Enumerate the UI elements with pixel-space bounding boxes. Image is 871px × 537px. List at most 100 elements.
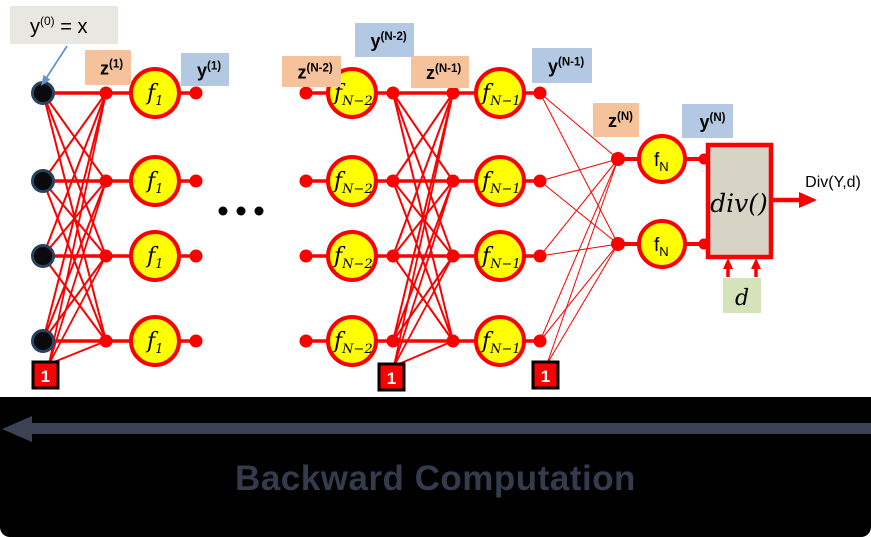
annotation-arrowhead: [41, 74, 51, 86]
tag-label-y1: y(1): [197, 61, 221, 81]
input-dot: [31, 81, 55, 105]
tag-label-zN2: z(N-2): [298, 63, 333, 83]
div-label: div(): [710, 189, 768, 218]
y1-output-dot: [189, 86, 203, 100]
backward-arrowhead: [2, 416, 32, 442]
neuron-fN1: [474, 155, 526, 207]
neuron-fN2: [326, 315, 378, 367]
bias-box-2: [377, 362, 406, 392]
neuron-label-fN: fN: [654, 235, 669, 259]
tag-box-yN: [682, 104, 733, 138]
tag-box-yN1: [532, 48, 592, 83]
neuron-f1: [129, 67, 181, 119]
z1-junction: [99, 249, 113, 263]
edge-bias2-zn1: [393, 92, 454, 367]
input-annotation-label: y(0) = x: [30, 14, 87, 38]
zn1-junction: [446, 174, 460, 188]
ellipsis-dot: [254, 206, 264, 216]
input-dot: [31, 244, 55, 268]
neuron-fN1: [474, 67, 526, 119]
yn1-output-dot: [533, 249, 547, 263]
y1-output-dot: [189, 249, 203, 263]
edge-bias2-zn1: [393, 180, 454, 367]
tag-box-y1: [181, 53, 229, 86]
neuron-f1: [129, 230, 181, 282]
tag-box-zN1: [411, 56, 469, 88]
zn1-junction: [446, 334, 460, 348]
edge-yn1-zn: [539, 243, 619, 342]
bias-label-2: 1: [387, 369, 396, 388]
d-arrowhead: [723, 258, 733, 269]
tag-label-z1: z(1): [100, 59, 123, 79]
bias-label-1: 1: [41, 367, 50, 386]
tag-box-zN: [593, 103, 639, 137]
backward-arrow-shaft: [30, 423, 871, 434]
yn1-output-dot: [533, 86, 547, 100]
yn2-output-dot: [386, 334, 400, 348]
yn1-output-dot: [533, 334, 547, 348]
tag-label-yN: y(N): [700, 112, 726, 132]
edge-bias1-z1: [48, 340, 107, 365]
yn2-output-dot: [386, 249, 400, 263]
edge-input-z1: [42, 180, 107, 342]
edge-input-z1: [42, 92, 107, 182]
edge-bias3-zn: [546, 243, 619, 365]
div-block: [705, 142, 774, 260]
edge-yn1-zn: [539, 158, 619, 342]
d-label: d: [735, 286, 749, 311]
div-output-arrowhead: [799, 192, 817, 208]
z1-junction: [99, 334, 113, 348]
neuron-label-fN: fN: [654, 150, 669, 174]
stub-dot: [299, 249, 313, 263]
ellipsis-dot: [236, 206, 246, 216]
edge-yn2-zn1: [392, 92, 454, 342]
edge-bias3-zn: [546, 158, 619, 365]
neuron-fN: [637, 219, 687, 269]
edge-bias1-z1: [48, 255, 107, 365]
d-arrowhead: [751, 258, 761, 269]
yn1-output-dot: [533, 174, 547, 188]
div-output-label: Div(Y,d): [805, 174, 861, 191]
tag-label-yN1: y(N-1): [548, 57, 584, 77]
edge-bias1-z1: [48, 180, 107, 365]
zn1-junction: [446, 249, 460, 263]
neuron-f1: [129, 315, 181, 367]
input-dot: [31, 169, 55, 193]
neuron-fN1: [474, 230, 526, 282]
input-dot: [31, 329, 55, 353]
stub-dot: [299, 86, 313, 100]
z1-junction: [99, 86, 113, 100]
y1-output-dot: [189, 174, 203, 188]
tag-label-yN2: y(N-2): [371, 31, 407, 51]
edge-yn1-zn: [539, 158, 619, 257]
annotation-arrow-line: [44, 45, 68, 81]
ellipsis-dot: [218, 206, 228, 216]
tag-label-zN1: z(N-1): [426, 63, 461, 83]
edge-input-z1: [42, 92, 107, 257]
edge-yn2-zn1: [392, 180, 454, 342]
neuron-f1: [129, 155, 181, 207]
tag-box-yN2: [355, 23, 414, 57]
edge-yn1-zn: [539, 180, 619, 245]
backward-arrow: [2, 416, 871, 442]
stub-dot: [299, 174, 313, 188]
tag-box-zN2: [282, 56, 341, 87]
input-annotation-box: [10, 6, 118, 44]
bias-box-1: [31, 360, 60, 390]
edge-bias2-zn1: [393, 255, 454, 367]
neuron-fN2: [326, 230, 378, 282]
edge-yn1-zn: [539, 92, 619, 160]
edge-yn1-zn: [539, 158, 619, 182]
zn-junction: [611, 152, 625, 166]
band-title: Backward Computation: [235, 459, 636, 498]
backward-band: Backward Computation: [0, 397, 871, 537]
edge-yn2-zn1: [392, 92, 454, 182]
edge-yn2-zn1: [392, 92, 454, 257]
yn2-output-dot: [386, 86, 400, 100]
edge-bias2-zn1: [393, 340, 454, 367]
bias-label-3: 1: [541, 367, 550, 386]
neuron-fN2: [326, 155, 378, 207]
edge-bias1-z1: [48, 92, 107, 365]
tag-label-zN: z(N): [608, 111, 633, 131]
